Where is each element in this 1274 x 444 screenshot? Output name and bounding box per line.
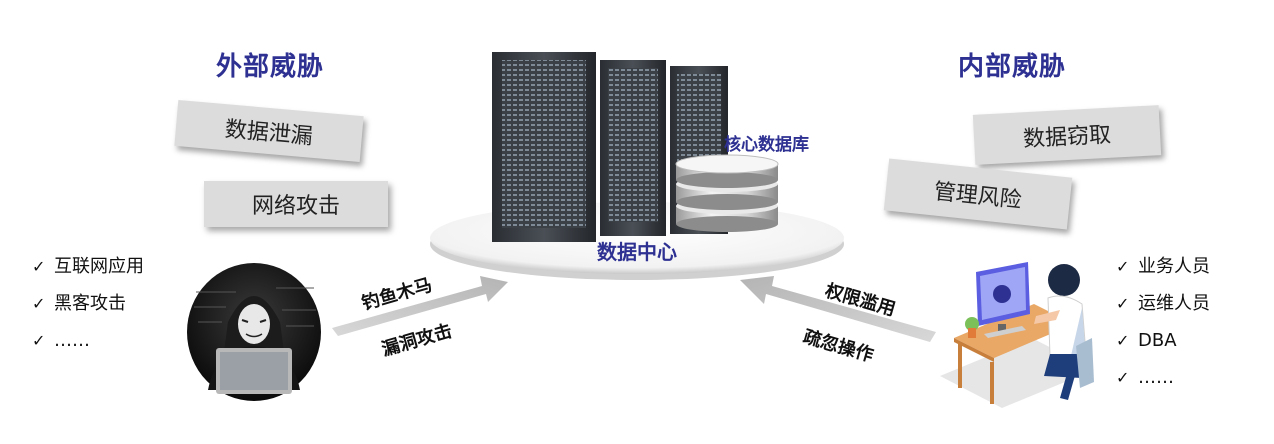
list-item-label: …… xyxy=(54,330,90,351)
threat-label: 网络攻击 xyxy=(251,194,340,219)
check-icon: ✓ xyxy=(1116,368,1130,387)
data-center-label: 数据中心 xyxy=(597,240,677,264)
database-icon xyxy=(675,154,779,232)
list-item-label: 业务人员 xyxy=(1138,256,1210,277)
core-database-label: 核心数据库 xyxy=(724,135,809,155)
external-attack-arrow xyxy=(332,276,508,336)
threat-box-data-leak: 数据泄漏 xyxy=(174,99,364,163)
hacker-icon xyxy=(187,263,321,401)
list-item: ✓ 互联网应用 xyxy=(32,248,144,285)
internal-threat-title: 内部威胁 xyxy=(958,52,1067,82)
list-item: ✓ 业务人员 xyxy=(1116,248,1210,285)
list-item: ✓ …… xyxy=(32,322,144,359)
threat-label: 数据窃取 xyxy=(1022,122,1112,153)
external-threat-title: 外部威胁 xyxy=(216,52,325,82)
server-rack-icon xyxy=(492,52,728,242)
threat-box-network-attack: 网络攻击 xyxy=(204,181,388,227)
check-icon: ✓ xyxy=(1116,257,1130,276)
external-source-list: ✓ 互联网应用 ✓ 黑客攻击 ✓ …… xyxy=(32,248,144,359)
list-item: ✓ 运维人员 xyxy=(1116,285,1210,322)
list-item-label: 运维人员 xyxy=(1138,293,1210,314)
check-icon: ✓ xyxy=(32,294,46,313)
list-item-label: 黑客攻击 xyxy=(54,293,126,314)
check-icon: ✓ xyxy=(32,331,46,350)
office-worker-icon xyxy=(940,262,1094,408)
internal-attack-arrow xyxy=(740,276,936,342)
list-item: ✓ …… xyxy=(1116,359,1210,396)
list-item-label: 互联网应用 xyxy=(54,256,144,277)
check-icon: ✓ xyxy=(1116,294,1130,313)
list-item-label: …… xyxy=(1138,367,1174,388)
threat-box-data-theft: 数据窃取 xyxy=(972,105,1162,165)
list-item-label: DBA xyxy=(1138,330,1177,351)
internal-source-list: ✓ 业务人员 ✓ 运维人员 ✓ DBA ✓ …… xyxy=(1116,248,1210,396)
threat-box-management-risk: 管理风险 xyxy=(883,158,1073,230)
list-item: ✓ 黑客攻击 xyxy=(32,285,144,322)
check-icon: ✓ xyxy=(1116,331,1130,350)
threat-label: 管理风险 xyxy=(932,179,1023,214)
check-icon: ✓ xyxy=(32,257,46,276)
threat-label: 数据泄漏 xyxy=(223,117,314,150)
list-item: ✓ DBA xyxy=(1116,322,1210,359)
